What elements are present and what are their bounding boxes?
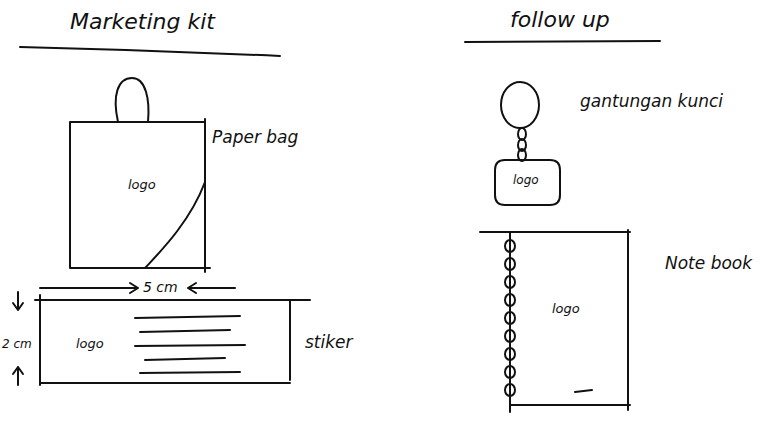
item-label: Note book	[665, 254, 752, 273]
notebook-outline	[510, 232, 628, 405]
item-label: Paper bag	[212, 128, 298, 147]
dimension-label: 5 cm	[143, 280, 178, 295]
keychain-tag: logogantungan kunci	[495, 160, 560, 205]
bag-handle	[116, 78, 149, 122]
text-line	[145, 358, 225, 360]
text-line	[135, 316, 240, 318]
text-line	[140, 372, 240, 373]
dimension-arrow	[13, 367, 23, 385]
section-heading: follow up	[510, 8, 610, 32]
logo-text: logo	[76, 337, 104, 351]
dimension-arrow	[40, 283, 138, 293]
notebook-outline	[480, 230, 630, 412]
item-label: stiker	[305, 333, 353, 352]
text-line	[135, 345, 245, 346]
paper-bag-outline	[70, 119, 210, 272]
paper-bag-outline	[70, 122, 205, 268]
item-label: gantungan kunci	[580, 92, 723, 111]
dimension-arrow	[188, 283, 235, 293]
key-ring	[501, 82, 539, 128]
heading-underline	[20, 47, 280, 56]
sticker: logostiker	[40, 300, 290, 383]
dimension-arrow	[13, 292, 23, 310]
section-heading: Marketing kit	[70, 10, 215, 34]
text-line	[140, 330, 230, 332]
logo-text: logo	[552, 302, 580, 316]
dimension-label: 2 cm	[2, 338, 32, 351]
paper-bag: logoPaper bag	[70, 122, 205, 268]
heading-underline	[465, 41, 660, 42]
keychain-tag-outline	[495, 160, 560, 205]
sticker-outline	[35, 295, 310, 385]
pen-mark	[575, 390, 592, 392]
logo-text: logo	[513, 174, 539, 187]
notebook: logoNote book	[510, 232, 628, 405]
logo-text: logo	[128, 178, 156, 192]
